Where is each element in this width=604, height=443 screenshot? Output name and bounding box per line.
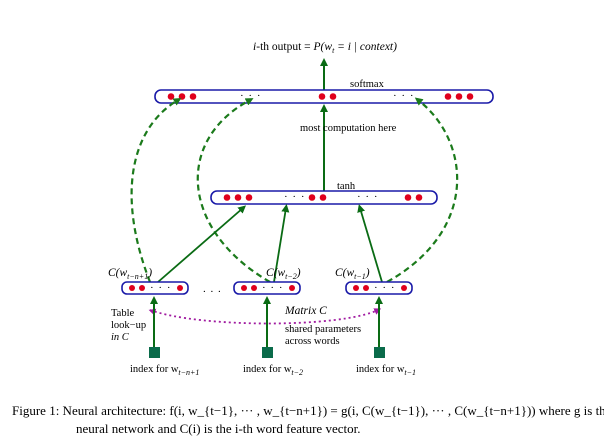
softmax-node	[329, 93, 337, 100]
tanh-node	[415, 194, 423, 201]
feature-node	[353, 285, 359, 291]
feature-node	[139, 285, 145, 291]
feature-box-third: · · ·	[345, 281, 413, 295]
shared-params-label: shared parameters across words	[285, 324, 364, 347]
softmax-node	[189, 93, 197, 100]
softmax-node	[178, 93, 186, 100]
softmax-node	[167, 93, 175, 100]
feature-node	[177, 285, 183, 291]
feature-node	[363, 285, 369, 291]
skip-connection-dashed	[130, 97, 182, 283]
between-boxes-ellipsis: . . .	[203, 283, 222, 295]
tanh-node	[308, 194, 316, 201]
most-computation-label: most computation here	[300, 123, 397, 134]
feature-node	[241, 285, 247, 291]
softmax-ellipsis: · · ·	[393, 90, 415, 102]
tanh-node	[223, 194, 231, 201]
feature-ellipsis: · · ·	[262, 282, 284, 294]
feature-ellipsis: · · ·	[150, 282, 172, 294]
softmax-ellipsis: · · ·	[240, 90, 262, 102]
shared-parameters-line	[150, 310, 378, 324]
index-square	[149, 347, 160, 358]
tanh-ellipsis: · · ·	[284, 191, 306, 203]
input-to-tanh-arrow	[357, 204, 383, 283]
shared-parameters-line	[149, 308, 382, 325]
softmax-node	[466, 93, 474, 100]
feature-ellipsis: · · ·	[374, 282, 396, 294]
tanh-node	[234, 194, 242, 201]
tanh-node	[319, 194, 327, 201]
tanh-ellipsis: · · ·	[357, 191, 379, 203]
matrix-label: Matrix C	[284, 305, 327, 317]
softmax-layer: · · · · · ·	[154, 89, 494, 104]
tanh-node	[245, 194, 253, 201]
index-square	[374, 347, 385, 358]
tanh-node	[404, 194, 412, 201]
feature-box-second: · · ·	[233, 281, 301, 295]
tanh-label: tanh	[337, 181, 356, 192]
table-lookup-label: Table look−up in C	[111, 308, 149, 343]
c-label-first: C(wt−n+1)	[108, 267, 152, 281]
c-label-second: C(wt−2)	[266, 267, 301, 281]
softmax-node	[455, 93, 463, 100]
feature-node	[129, 285, 135, 291]
input-to-tanh-arrow	[273, 204, 290, 283]
skip-connection-dashed	[386, 97, 459, 283]
index-label-second: index for wt−2	[243, 364, 303, 377]
feature-node	[289, 285, 295, 291]
output-label: i-th output = P(wt = i | context)	[253, 41, 397, 55]
feature-node	[251, 285, 257, 291]
feature-box-first: · · ·	[121, 281, 189, 295]
input-to-tanh-arrow	[157, 205, 247, 283]
softmax-node	[444, 93, 452, 100]
c-label-third: C(wt−1)	[335, 267, 370, 281]
feature-node	[401, 285, 407, 291]
tanh-layer: · · · · · ·	[210, 190, 438, 205]
index-label-third: index for wt−1	[356, 364, 416, 377]
softmax-label: softmax	[350, 79, 385, 90]
softmax-node	[318, 93, 326, 100]
index-label-first: index for wt−n+1	[130, 364, 199, 377]
index-square	[262, 347, 273, 358]
skip-connection-dashed	[196, 98, 271, 283]
